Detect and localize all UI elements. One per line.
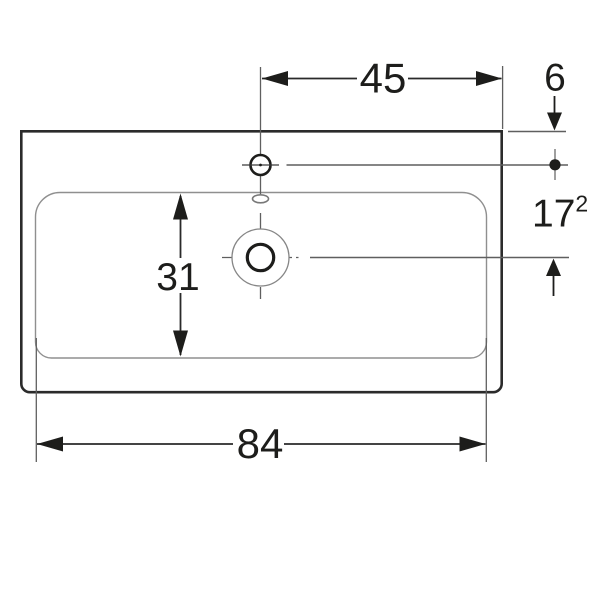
dimension-31: 31 — [156, 193, 200, 357]
tap-hole-center-dot — [259, 163, 262, 167]
dim-84-left-arrow — [37, 436, 63, 452]
dim-31-label: 31 — [156, 256, 199, 299]
bowl-outline-path — [34, 191, 488, 359]
dim-45-right-arrow — [476, 71, 502, 86]
overflow-hole — [251, 194, 270, 204]
dimension-6: 6 — [544, 57, 566, 131]
dim-6-down-arrow — [547, 112, 562, 131]
dimension-84: 84 — [35, 338, 487, 467]
drain-outlet-circle — [245, 242, 276, 273]
tap-axis-marker-dot — [549, 159, 561, 171]
dim-31-down-arrow — [173, 330, 188, 357]
dim-45-label: 45 — [360, 55, 407, 102]
dim-17-label: 172 — [532, 191, 588, 236]
dimension-45: 45 — [262, 55, 504, 129]
dim-45-left-arrow — [262, 71, 288, 86]
dim-84-label: 84 — [237, 420, 284, 467]
dim-31-up-arrow — [173, 193, 188, 220]
bowl-outline — [34, 191, 488, 359]
ceramic-outer-outline — [20, 130, 503, 394]
dim-17-up-arrow — [546, 258, 561, 276]
basin-outline-path — [20, 130, 503, 394]
dim-6-label: 6 — [544, 57, 566, 100]
dim-84-right-arrow — [459, 436, 486, 452]
tap-hole — [242, 67, 279, 194]
drain-hole — [222, 213, 299, 299]
dimension-17: 172 — [532, 191, 588, 296]
tap-axis-marker — [549, 149, 561, 180]
